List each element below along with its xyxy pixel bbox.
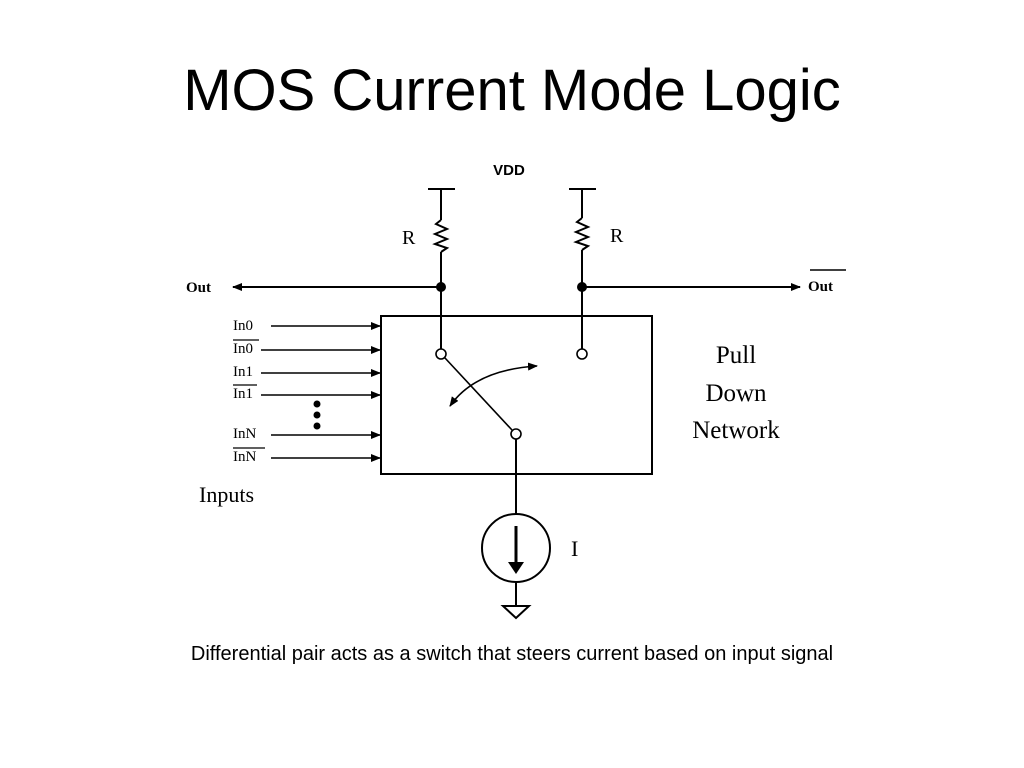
left-resistor-label: R <box>402 227 416 249</box>
switch-left-contact <box>435 348 447 360</box>
input-label-in1-bar: In1 <box>233 386 253 402</box>
right-resistor <box>573 217 591 251</box>
vdd-label: VDD <box>493 162 525 179</box>
input-label-in1: In1 <box>233 364 253 380</box>
slide-title: MOS Current Mode Logic <box>183 58 841 123</box>
input-lines <box>261 322 381 462</box>
network-label-line-3: Network <box>692 417 780 444</box>
out-bar-label: Out <box>808 279 833 295</box>
out-label: Out <box>186 280 211 296</box>
switch-motion-arrow <box>449 362 538 407</box>
current-source <box>481 513 551 583</box>
current-source-label: I <box>571 536 578 561</box>
ground-symbol <box>500 582 532 620</box>
left-load-branch <box>428 188 455 354</box>
right-resistor-label: R <box>610 225 624 247</box>
left-resistor <box>432 219 450 253</box>
switch-blade <box>444 357 513 431</box>
network-label-line-2: Down <box>705 380 767 407</box>
input-label-in0-bar: In0 <box>233 341 253 357</box>
switch-right-contact <box>576 348 588 360</box>
network-label-line-1: Pull <box>716 342 756 369</box>
right-load-branch <box>569 188 596 354</box>
slide-caption: Differential pair acts as a switch that … <box>190 643 834 665</box>
input-label-in0: In0 <box>233 318 253 334</box>
steering-switch <box>435 348 588 440</box>
input-label-inn: InN <box>233 426 256 442</box>
input-label-inn-bar: InN <box>233 449 256 465</box>
switch-pivot-contact <box>510 428 522 440</box>
input-ellipsis-dots <box>313 400 321 430</box>
inputs-caption: Inputs <box>199 482 254 507</box>
